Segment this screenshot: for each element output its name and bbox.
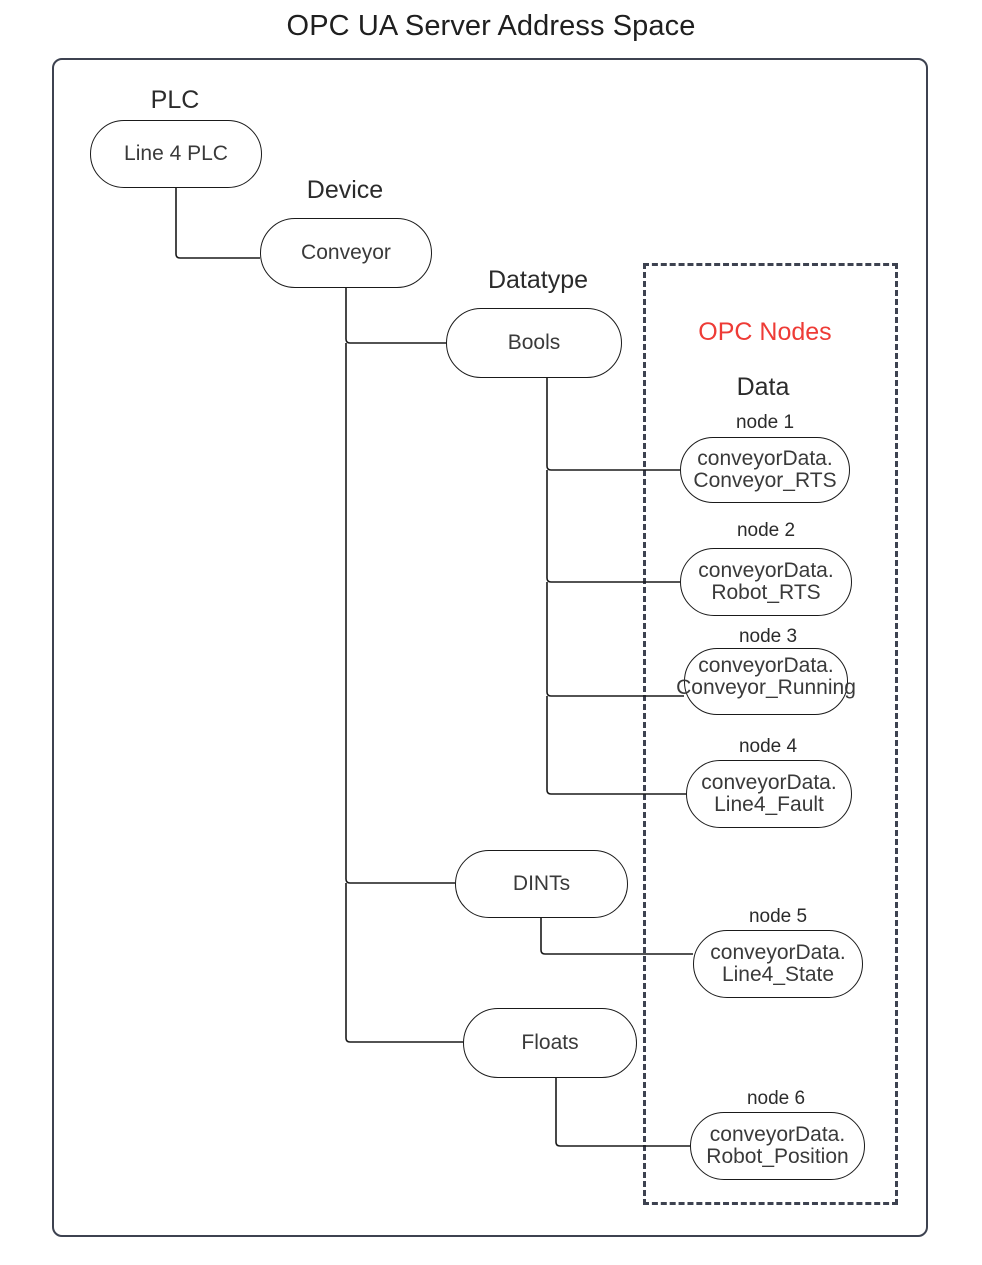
node-conveyor-label: Conveyor xyxy=(301,240,391,264)
opc-nodes-frame xyxy=(643,263,898,1205)
caption-node-6: node 6 xyxy=(746,1088,806,1109)
opc-node-4-label: conveyorData. Line4_Fault xyxy=(701,770,837,817)
opc-node-1[interactable]: conveyorData. Conveyor_RTS xyxy=(680,437,850,503)
opc-node-6-line2: Robot_Position xyxy=(706,1145,849,1168)
opc-node-5-label: conveyorData. Line4_State xyxy=(710,940,846,987)
opc-node-6-label: conveyorData. Robot_Position xyxy=(706,1122,849,1169)
opc-node-5-line1: conveyorData. xyxy=(710,940,846,964)
caption-opc-nodes: OPC Nodes xyxy=(698,318,832,346)
node-datatype-dints[interactable]: DINTs xyxy=(455,850,628,918)
page-title: OPC UA Server Address Space xyxy=(286,10,696,42)
opc-node-6-line1: conveyorData. xyxy=(709,1122,846,1146)
caption-node-3: node 3 xyxy=(738,626,798,647)
address-space-frame xyxy=(52,58,928,1237)
opc-node-2-label: conveyorData. Robot_RTS xyxy=(698,558,834,605)
caption-node-2: node 2 xyxy=(736,520,796,541)
node-datatype-bools-label: Bools xyxy=(507,330,561,354)
opc-node-5[interactable]: conveyorData. Line4_State xyxy=(693,930,863,998)
caption-datatype: Datatype xyxy=(487,266,589,294)
opc-node-1-line1: conveyorData. xyxy=(697,446,833,470)
node-line4-plc[interactable]: Line 4 PLC xyxy=(90,120,262,188)
opc-node-2-line1: conveyorData. xyxy=(698,558,834,582)
opc-node-4-line2: Line4_Fault xyxy=(714,793,824,816)
node-datatype-dints-label: DINTs xyxy=(512,871,571,895)
caption-device: Device xyxy=(306,176,384,204)
caption-node-4: node 4 xyxy=(738,736,798,757)
node-datatype-floats-label: Floats xyxy=(521,1030,579,1054)
caption-plc: PLC xyxy=(150,86,200,114)
opc-node-6[interactable]: conveyorData. Robot_Position xyxy=(690,1112,865,1180)
opc-node-1-label: conveyorData. Conveyor_RTS xyxy=(693,446,837,493)
opc-node-1-line2: Conveyor_RTS xyxy=(693,469,837,492)
caption-data: Data xyxy=(736,373,790,401)
opc-node-5-line2: Line4_State xyxy=(721,963,835,986)
node-line4-plc-label: Line 4 PLC xyxy=(124,141,228,165)
caption-node-5: node 5 xyxy=(748,906,808,927)
opc-node-4-line1: conveyorData. xyxy=(701,770,837,794)
opc-node-4[interactable]: conveyorData. Line4_Fault xyxy=(686,760,852,828)
caption-node-1: node 1 xyxy=(735,412,795,433)
opc-node-2[interactable]: conveyorData. Robot_RTS xyxy=(680,548,852,616)
node-datatype-floats[interactable]: Floats xyxy=(463,1008,637,1078)
node-conveyor[interactable]: Conveyor xyxy=(260,218,432,288)
node-datatype-bools[interactable]: Bools xyxy=(446,308,622,378)
opc-node-3[interactable] xyxy=(684,648,848,715)
opc-node-2-line2: Robot_RTS xyxy=(711,581,821,604)
